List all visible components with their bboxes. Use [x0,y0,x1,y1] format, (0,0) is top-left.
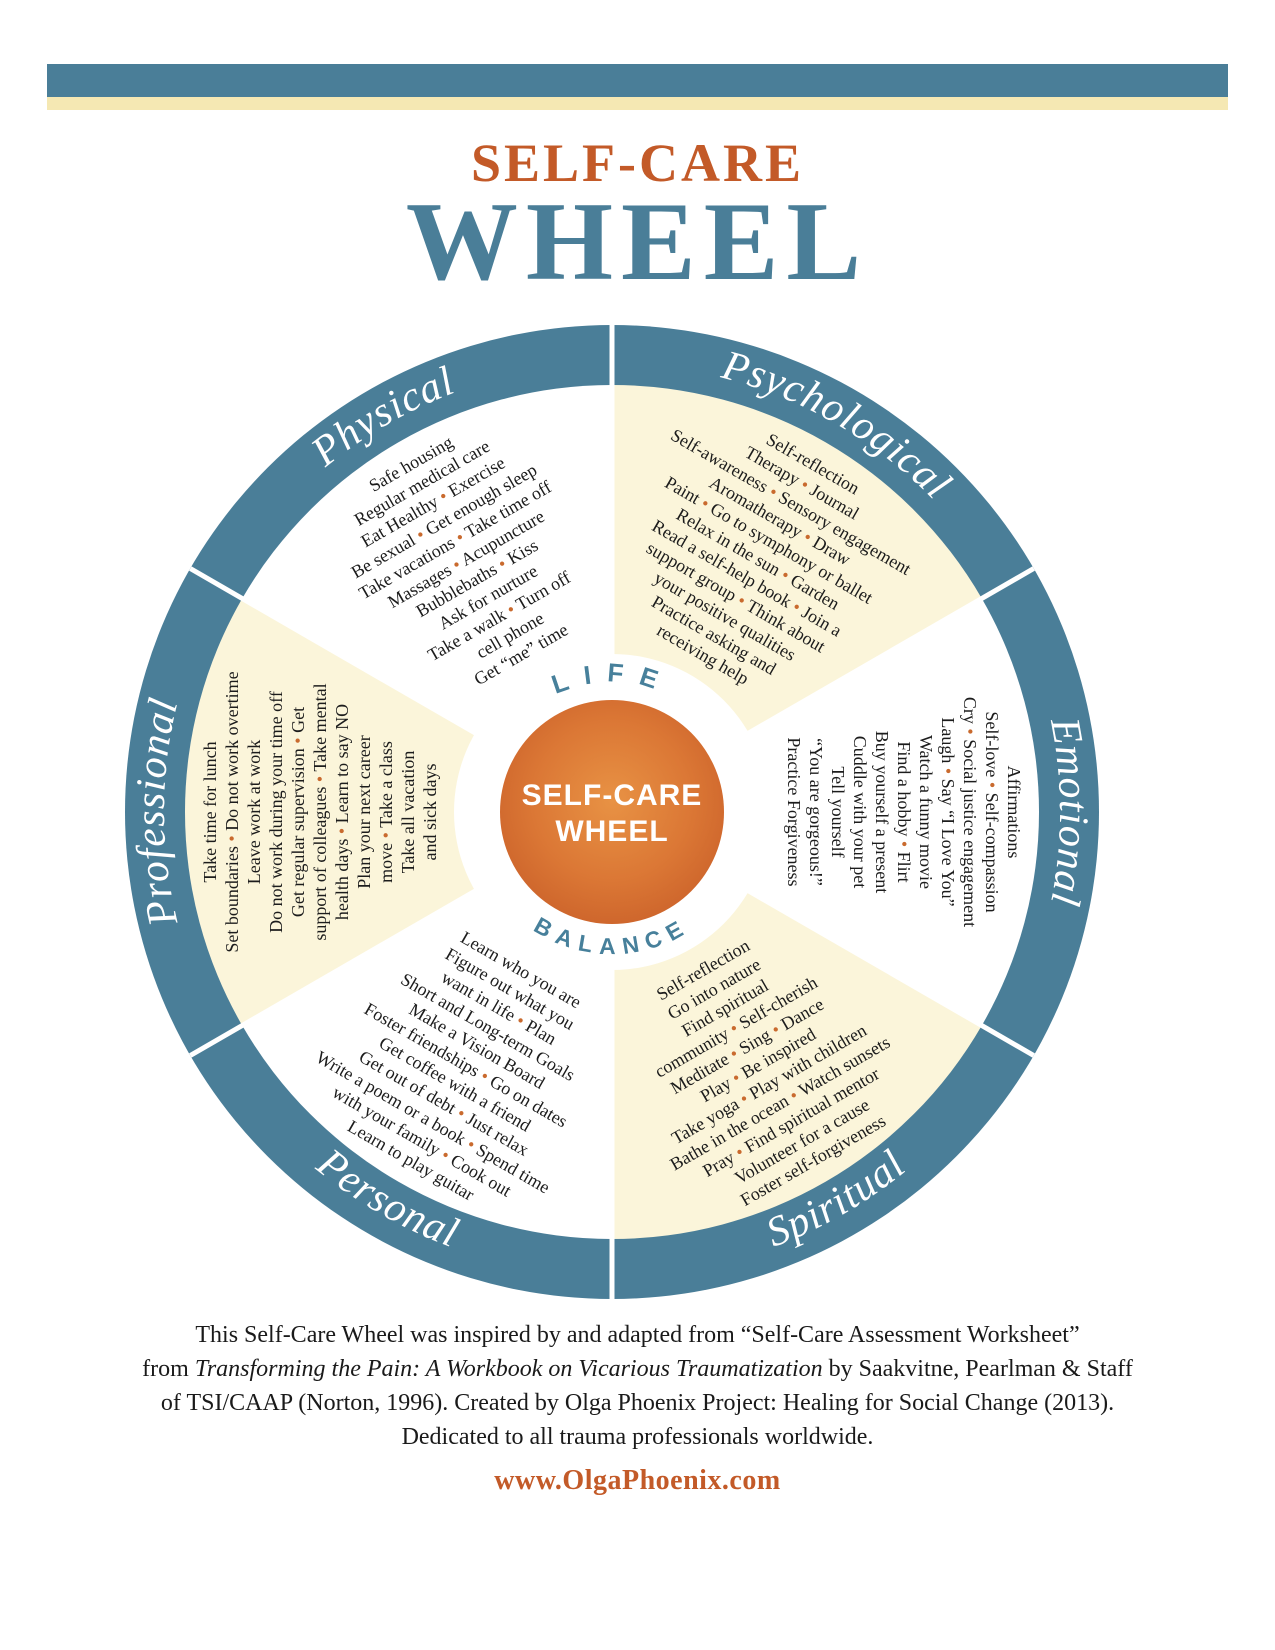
bullet-separator: • [452,526,468,548]
header-teal-bar [47,64,1228,97]
bullet-separator: • [982,781,1002,789]
bullet-separator: • [786,1084,802,1106]
bullet-separator: • [376,832,396,839]
page-title-large: WHEEL [405,180,870,304]
footer-line-3: of TSI/CAAP (Norton, 1996). Created by O… [160,1390,1115,1416]
segment-text-line: Cry • Social justice engagement [960,696,980,928]
center-label-line1: SELF-CARE [522,779,703,812]
segment-text-line: Set boundaries • Do not work overtime [222,671,242,953]
bullet-separator: • [938,767,958,775]
bullet-separator: • [503,599,519,620]
bullet-separator: • [726,1043,742,1064]
bullet-separator: • [437,1144,454,1166]
bullet-separator: • [494,553,510,574]
footer-line-2-suffix: by Saakvitne, Pearlman & Staff [822,1356,1133,1382]
bullet-separator: • [310,775,330,783]
bullet-separator: • [697,492,714,514]
footer-line-4: Dedicated to all trauma professionals wo… [401,1424,874,1450]
bullet-separator: • [726,1017,742,1039]
header-cream-strip [47,97,1228,110]
segment-text-line: and sick days [420,763,440,861]
footer-attribution: This Self-Care Wheel was inspired by and… [60,1318,1215,1498]
segment-text-line: Do not work during your time off [266,691,286,933]
segment-text-line: Get regular supervision • Get [288,706,308,918]
segment-text-line: Plan your next career [354,735,374,889]
page-title-small: SELF-CARE [470,133,805,193]
segment-text-line: Leave work at work [244,739,264,885]
center-label-line2: WHEEL [555,815,668,848]
bullet-separator: • [894,840,914,848]
bullet-separator: • [332,827,352,835]
bullet-separator: • [512,1010,529,1031]
segment-text-line: Take all vacation [398,750,418,874]
bullet-separator: • [765,481,782,502]
bullet-separator: • [288,737,308,744]
website-url: www.OlgaPhoenix.com [494,1465,781,1496]
bullet-separator: • [448,554,465,575]
wheel-svg: Physical Psychological Emotional Spiritu… [125,325,1099,1299]
bullet-separator: • [777,564,794,586]
bullet-separator: • [734,590,750,611]
footer-line-2-book-title: Transforming the Pain: A Workbook on Vic… [194,1356,823,1382]
bullet-separator: • [767,1019,784,1040]
bullet-separator: • [728,1067,744,1088]
segment-text-line: Affirmations [1004,765,1024,859]
bullet-separator: • [799,526,816,548]
bullet-separator: • [736,1088,752,1109]
footer-line-2: from Transforming the Pain: A Workbook o… [60,1352,1215,1386]
bullet-separator: • [412,524,429,545]
bullet-separator: • [463,1133,479,1155]
self-care-wheel-diagram: Physical Psychological Emotional Spiritu… [122,322,1102,1302]
bullet-separator: • [453,1102,470,1124]
segment-text-line: support of colleagues • Take mental [310,683,330,941]
segment-text-line: health days • Learn to say NO [332,703,352,921]
bullet-separator: • [435,485,451,507]
segment-text-line: Take time for lunch [200,741,220,883]
footer-line-1: This Self-Care Wheel was inspired by and… [195,1322,1080,1348]
footer-line-2-prefix: from [142,1356,195,1382]
center-orange-disc [500,700,724,924]
segment-text-line: Self-love • Self-compassion [982,711,1002,913]
bullet-separator: • [477,1065,493,1087]
bullet-separator: • [222,835,242,842]
segment-professional-wedge [184,598,612,1026]
segment-emotional-wedge [612,598,1040,1026]
bullet-separator: • [731,1141,748,1163]
segment-text-line: move • Take a class [376,741,396,883]
bullet-separator: • [797,474,813,495]
bullet-separator: • [960,728,980,735]
